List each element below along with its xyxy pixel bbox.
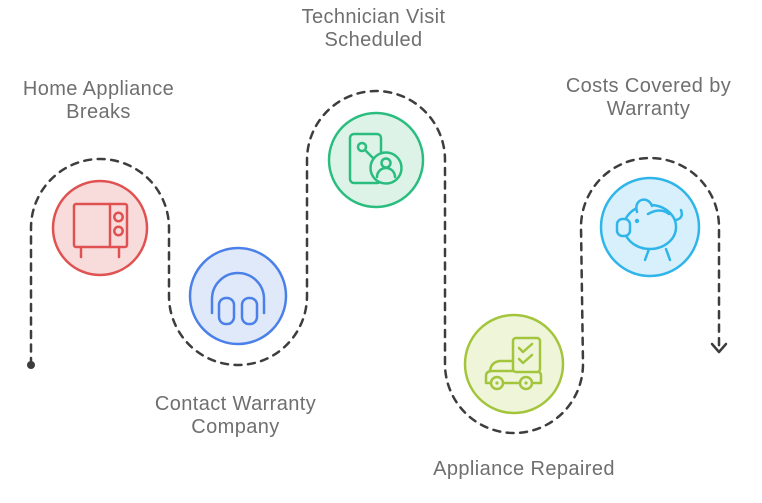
step-circle-costs-covered-by-warranty [599,176,701,278]
microwave-icon [72,202,129,259]
technician-id-badge-icon [348,132,403,185]
flow-start-dot [27,361,35,369]
arrow-down-icon [710,342,728,354]
step-circle-contact-warranty-company [188,246,288,346]
step-node-technician-visit-scheduled [327,111,425,209]
step-label-costs-covered-by-warranty: Costs Covered by Warranty [565,75,732,120]
step-circle-home-appliance-breaks [51,179,149,277]
flow-path-group [27,89,728,435]
step-label-appliance-repaired: Appliance Repaired [433,458,615,480]
step-label-contact-warranty-company: Contact Warranty Company [154,393,317,438]
step-label-technician-visit-scheduled: Technician Visit Scheduled [301,6,446,51]
piggy-bank-icon [615,198,684,262]
step-node-contact-warranty-company [188,246,288,346]
step-node-appliance-repaired [463,313,565,415]
car-checklist-icon [484,336,543,391]
step-node-costs-covered-by-warranty [599,176,701,278]
headphones-icon [210,271,266,326]
step-label-home-appliance-breaks: Home Appliance Breaks [22,78,175,123]
step-node-home-appliance-breaks [51,179,149,277]
flow-path [29,89,721,435]
